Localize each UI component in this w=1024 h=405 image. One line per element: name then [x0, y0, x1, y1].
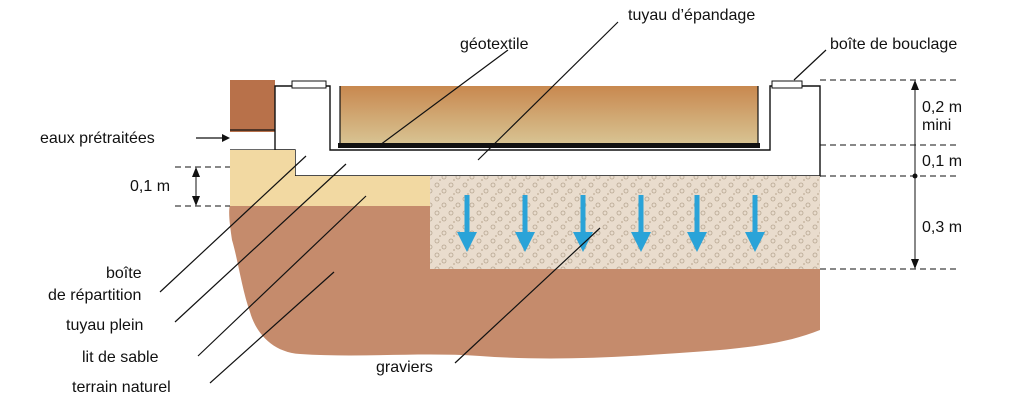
boite-bouclage-cover: [771, 80, 803, 89]
topsoil-left: [230, 80, 275, 132]
label-tuyau-epandage: tuyau d’épandage: [628, 7, 755, 24]
label-terrain-naturel: terrain naturel: [72, 379, 171, 396]
label-boite-repartition-line1: boîte: [106, 265, 142, 282]
label-eaux-pretraitees: eaux prétraitées: [40, 130, 155, 147]
water-arrow-2-icon: [515, 195, 535, 252]
water-arrow-5-icon: [687, 195, 707, 252]
leader-tuyau-epandage: [477, 21, 619, 161]
label-graviers: graviers: [376, 359, 433, 376]
dim-middle-depth: 0,1 m: [922, 153, 962, 170]
label-lit-de-sable: lit de sable: [82, 349, 159, 366]
dim-left-height: 0,1 m: [130, 178, 170, 195]
leader-lit-de-sable: [197, 195, 367, 357]
label-tuyau-plein: tuyau plein: [66, 317, 143, 334]
dim-top-depth-note: mini: [922, 117, 951, 134]
boite-repartition-cover: [291, 80, 327, 89]
water-arrow-3-icon: [573, 195, 593, 252]
dim-bottom-depth: 0,3 m: [922, 219, 962, 236]
label-boite-repartition-line2: de répartition: [48, 287, 141, 304]
leader-boite-repartition: [159, 155, 307, 293]
dimension-arrowheads: [192, 80, 919, 269]
geotextile-layer: [338, 143, 760, 148]
graviers-area: [430, 176, 820, 269]
trench-backfill: [340, 86, 758, 144]
leader-geotextile: [379, 49, 509, 146]
arrow-eaux-pretraitees-head: [222, 134, 230, 142]
leader-lines: [159, 21, 827, 384]
label-boite-bouclage: boîte de bouclage: [830, 36, 957, 53]
dim-top-depth: 0,2 m: [922, 99, 962, 116]
water-arrow-1-icon: [457, 195, 477, 252]
label-geotextile: géotextile: [460, 36, 529, 53]
water-arrow-4-icon: [631, 195, 651, 252]
leader-boite-bouclage: [793, 49, 827, 81]
water-arrow-6-icon: [745, 195, 765, 252]
leader-tuyau-plein: [174, 163, 347, 323]
leader-graviers: [454, 227, 601, 364]
leader-terrain-naturel: [209, 271, 335, 384]
inlet-pipe: [230, 129, 275, 151]
infiltration-arrows: [457, 195, 765, 252]
